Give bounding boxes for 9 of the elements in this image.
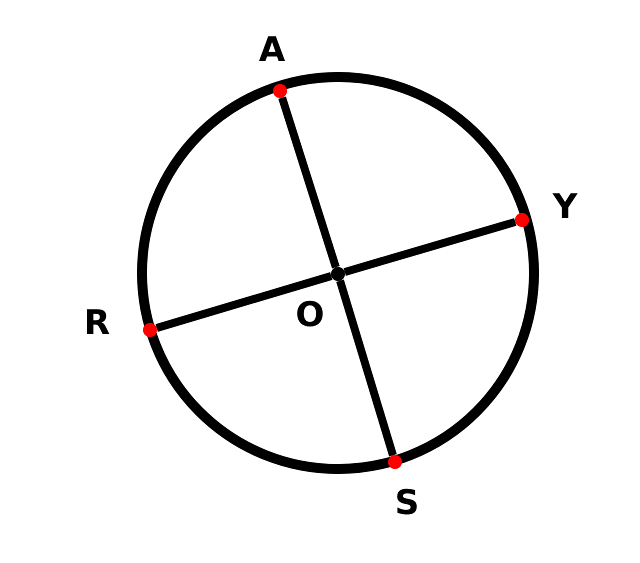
line-segment — [156, 272, 332, 332]
point-label: O — [294, 295, 326, 335]
point-label: S — [394, 483, 420, 523]
line-segment — [344, 218, 516, 276]
point-label: A — [258, 30, 286, 70]
line-segment — [336, 280, 397, 456]
point-label: R — [82, 303, 112, 343]
point-label: Y — [552, 187, 578, 227]
line-segment — [278, 96, 340, 269]
